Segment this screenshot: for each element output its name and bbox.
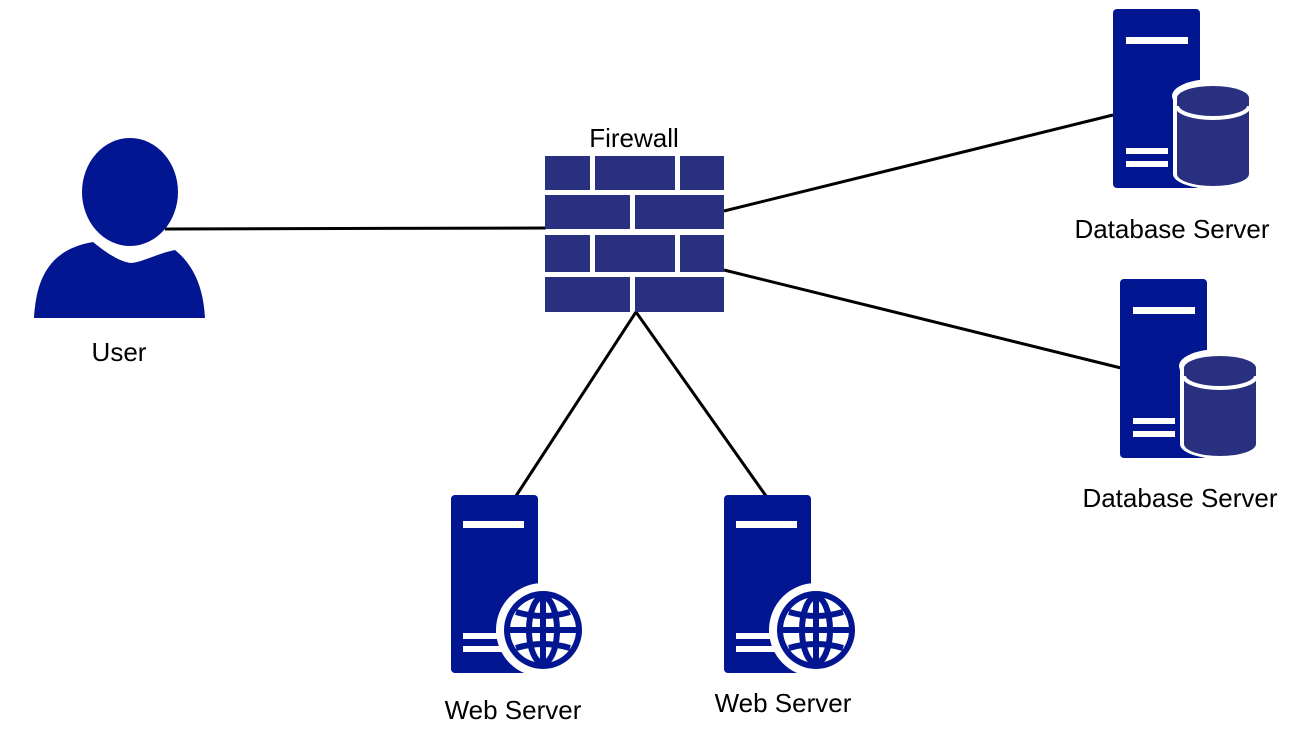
firewall-label: Firewall [589,123,679,153]
database-server-node-1[interactable]: Database Server [1074,9,1270,244]
web-server-icon [724,495,863,677]
user-label: User [92,337,147,367]
database-server-icon [1120,279,1261,459]
database-server-node-2[interactable]: Database Server [1082,279,1278,513]
web-server-label-1: Web Server [445,695,582,725]
firewall-icon [545,156,724,312]
connector-firewall-database-server-1 [723,113,1114,213]
connector-user-firewall [164,226,547,231]
web-server-node-2[interactable]: Web Server [715,495,863,718]
user-icon [34,138,205,318]
connector-firewall-web-server-1 [514,311,638,497]
web-server-label-2: Web Server [715,688,852,718]
web-server-node-1[interactable]: Web Server [445,495,590,725]
connectors [164,113,1122,497]
database-server-icon [1113,9,1254,189]
user-node[interactable]: User [34,138,205,367]
connector-firewall-web-server-2 [634,311,768,497]
firewall-node[interactable]: Firewall [545,123,724,312]
web-server-icon [451,495,590,677]
database-server-label-2: Database Server [1082,483,1277,513]
connector-firewall-database-server-2 [723,268,1122,370]
database-server-label-1: Database Server [1074,214,1269,244]
